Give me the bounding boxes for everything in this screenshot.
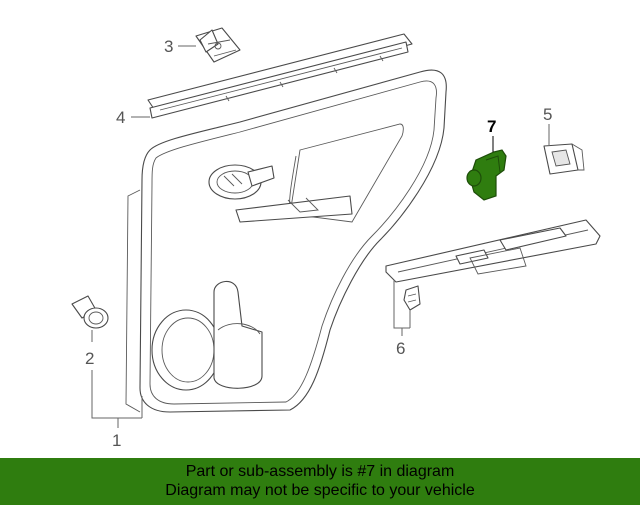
- banner-line-2: Diagram may not be specific to your vehi…: [165, 482, 475, 499]
- part-6-clip: [403, 285, 421, 311]
- callout-4[interactable]: 4: [116, 108, 125, 127]
- part-3-bracket[interactable]: [195, 27, 241, 63]
- callout-2[interactable]: 2: [85, 349, 94, 368]
- part-5-switch-bezel[interactable]: [543, 143, 585, 175]
- part-2-clip[interactable]: [71, 295, 109, 329]
- disclaimer-banner: Part or sub-assembly is #7 in diagram Di…: [0, 458, 640, 505]
- door-handle: [208, 164, 275, 200]
- callout-1[interactable]: 1: [112, 431, 121, 450]
- callout-7[interactable]: 7: [487, 117, 496, 136]
- callout-3[interactable]: 3: [164, 37, 173, 56]
- callout-6[interactable]: 6: [396, 339, 405, 358]
- banner-line-1: Part or sub-assembly is #7 in diagram: [185, 463, 455, 480]
- part-7-power-window-switch[interactable]: [466, 149, 507, 201]
- part-6-armrest-panel[interactable]: [385, 219, 601, 283]
- part-4-belt-moulding[interactable]: [147, 33, 413, 119]
- callout-5[interactable]: 5: [543, 105, 552, 124]
- part-1-door-trim-panel[interactable]: [125, 69, 447, 413]
